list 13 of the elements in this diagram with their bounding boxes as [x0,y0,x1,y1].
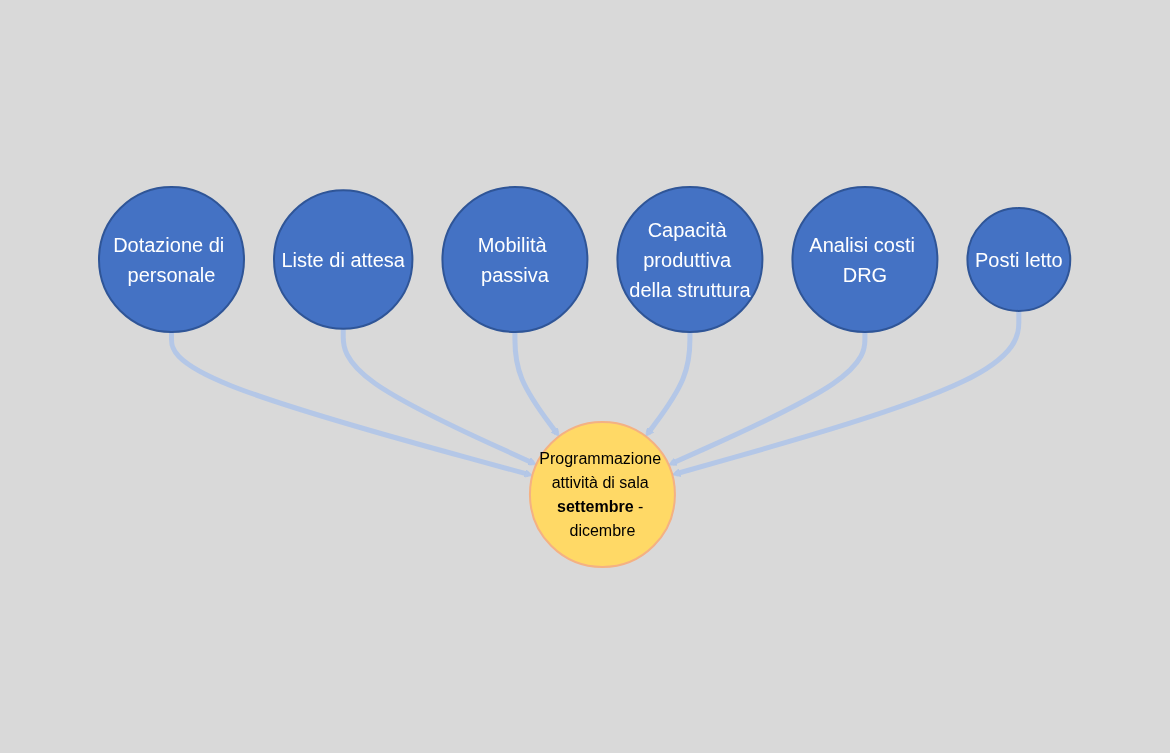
node-circle: Analisi costi DRG [791,185,939,333]
node-circle: Posti letto [966,206,1072,312]
arrow [512,331,560,437]
node-circle: Liste di attesa [273,188,414,330]
node-circle: Programmazione attività di sala settembre - dicembre [529,420,677,568]
node-circle: Capacità produttiva della struttura [616,185,764,333]
arrow [672,310,1022,477]
arrow [341,328,538,465]
arrow [645,331,693,437]
node-circle: Mobilità passiva [441,185,589,333]
arrow [668,331,868,466]
node-circle: Dotazione di personale [98,185,246,333]
arrow [169,331,534,478]
